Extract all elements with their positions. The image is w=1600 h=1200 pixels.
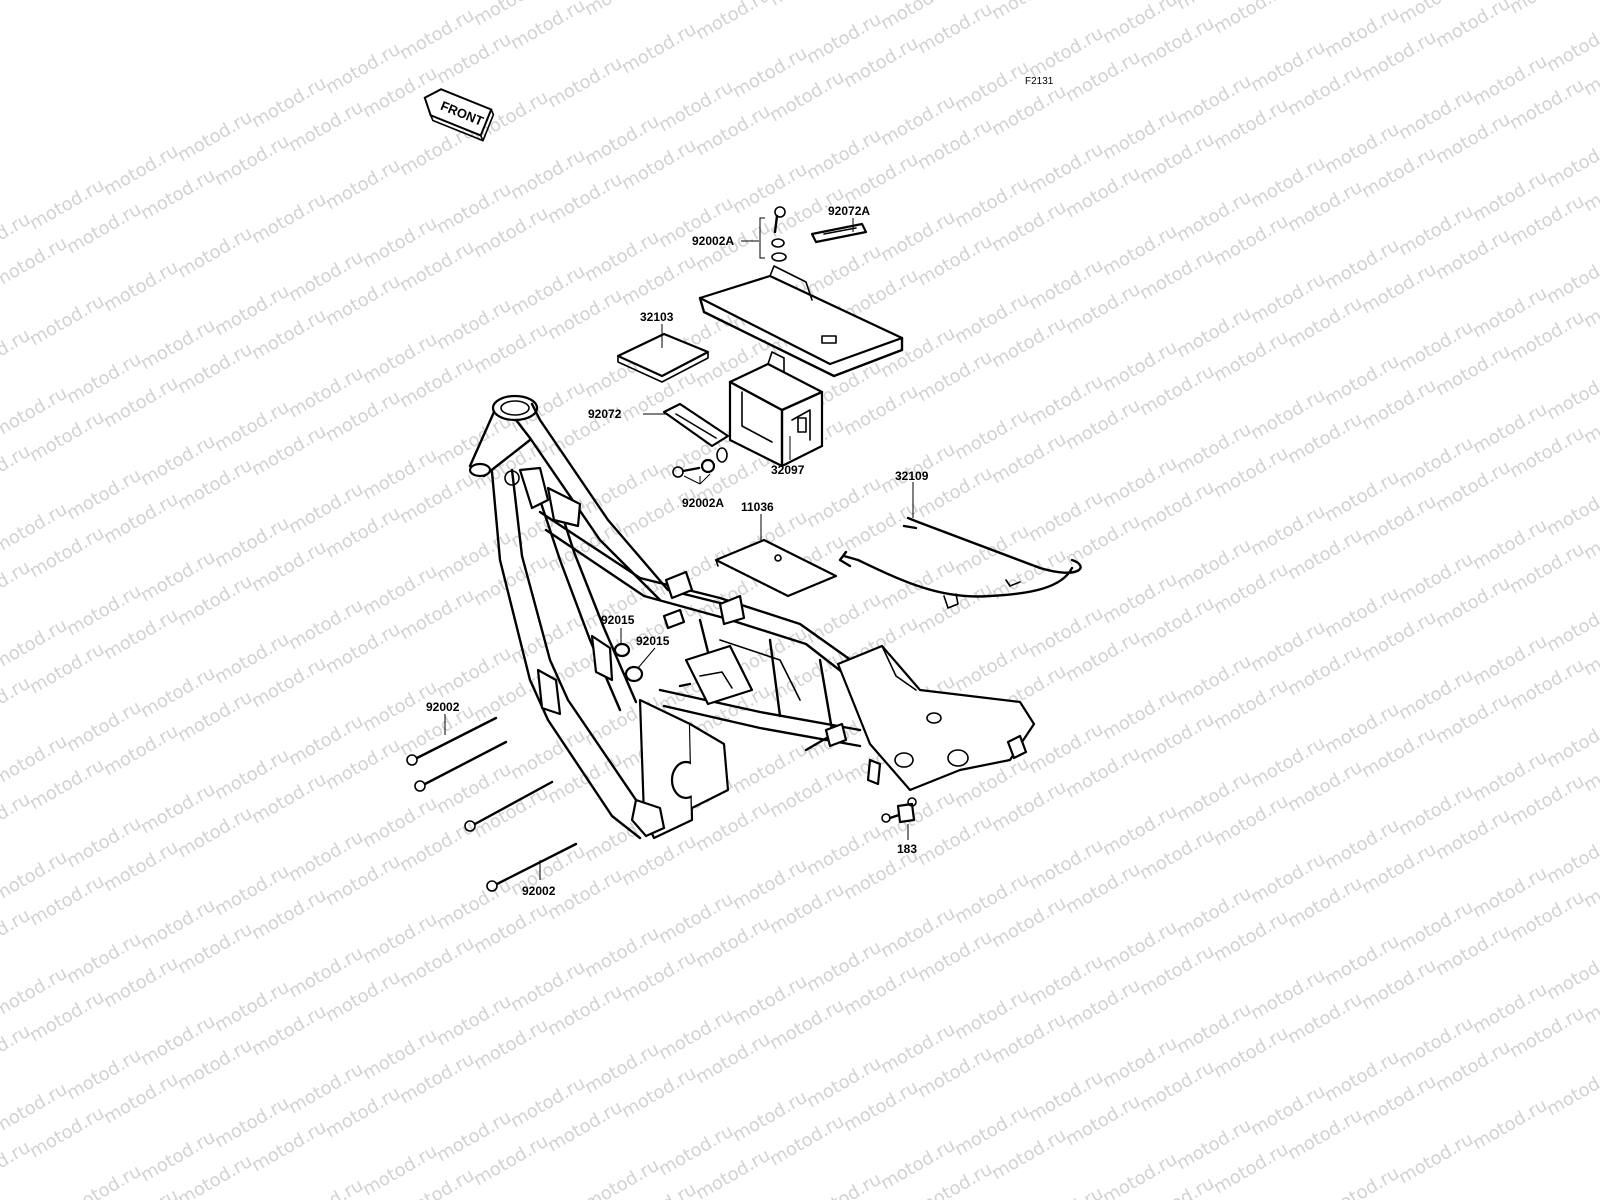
watermark-text: motod.ru [1321, 1163, 1403, 1200]
watermark-text: motod.ru [248, 189, 330, 248]
watermark-text: motod.ru [63, 1161, 145, 1200]
watermark-text: motod.ru [803, 1169, 885, 1200]
watermark-text: motod.ru [1506, 0, 1588, 18]
leader-lines [444, 217, 914, 880]
plate-11036 [714, 538, 838, 598]
bracket-32109 [838, 516, 1082, 609]
bolt-183 [881, 797, 917, 824]
grommet-92015-b [624, 665, 644, 683]
callout-92002A-top: 92002A [692, 234, 734, 248]
bolt-92002A-mid [672, 447, 728, 478]
callout-183: 183 [897, 842, 917, 856]
watermark-text: motod.ru [100, 257, 182, 316]
watermark-text: motod.ru [1543, 133, 1600, 192]
callout-32109: 32109 [895, 469, 929, 483]
battery-case-32097 [728, 351, 824, 468]
grommet-92015-a [613, 642, 631, 658]
callout-92002-top: 92002 [426, 700, 460, 714]
watermark-text: motod.ru [544, 53, 626, 112]
strap-92072 [662, 402, 730, 448]
front-indicator: FRONT [423, 88, 495, 142]
callout-92015-a: 92015 [601, 613, 635, 627]
main-frame [468, 394, 1036, 840]
watermark-text: motod.ru [1469, 1095, 1551, 1154]
figure-code: F2131 [1025, 76, 1054, 87]
watermark-text: motod.ru [26, 291, 108, 350]
watermark-text: motod.ru [1543, 481, 1600, 540]
watermark-text: motod.ru [507, 0, 589, 54]
watermark-text: motod.ru [1395, 1129, 1477, 1188]
watermark-text: motod.ru [1099, 1149, 1181, 1200]
watermark-text: motod.ru [322, 155, 404, 214]
watermark-text: motod.ru [1543, 597, 1600, 656]
callout-92072A: 92072A [828, 204, 870, 218]
bolt-92002-4 [486, 842, 578, 892]
callout-32103: 32103 [640, 310, 674, 324]
watermark-text: motod.ru [174, 223, 256, 282]
pad-32103 [616, 332, 710, 383]
watermark-text: motod.ru [285, 1175, 367, 1200]
callout-labels: 92072A 92002A 32103 92072 32097 92002A 3… [426, 204, 929, 898]
callout-92015-b: 92015 [636, 634, 670, 648]
callout-92072: 92072 [588, 407, 622, 421]
watermark-text: motod.ru [1543, 1061, 1600, 1120]
callout-92002-bottom: 92002 [522, 884, 556, 898]
watermark-text: motod.ru [1543, 249, 1600, 308]
callout-32097: 32097 [771, 463, 805, 477]
watermark-text: motod.ru [1543, 945, 1600, 1004]
bolt-92002A-top [771, 206, 787, 262]
watermark-text: motod.ru [1543, 17, 1600, 76]
watermark-text: motod.ru [1543, 713, 1600, 772]
battery-case-top [698, 265, 904, 378]
callout-11036: 11036 [741, 500, 774, 514]
watermark-text: motod.ru [1543, 365, 1600, 424]
watermark-text: motod.ru [1432, 0, 1514, 52]
watermark-text: motod.ru [0, 233, 71, 292]
watermark-text: motod.ru [1543, 829, 1600, 888]
watermark-text: motod.ru [1284, 0, 1366, 4]
bolt-92002-2 [414, 740, 508, 792]
watermark-text: motod.ru [988, 0, 1070, 24]
watermark-text: motod.ru [1025, 1183, 1107, 1200]
watermark-text: motod.ru [581, 0, 663, 20]
bolt-92002-3 [464, 780, 554, 832]
watermark-text: motod.ru [581, 1155, 663, 1200]
callout-92002A-mid: 92002A [682, 496, 724, 510]
watermark-text: motod.ru [618, 19, 700, 78]
strap-92072A [810, 222, 868, 244]
watermark-text: motod.ru [1210, 0, 1292, 38]
watermark-text: motod.ru [692, 0, 774, 44]
bolt-92002-1 [406, 716, 498, 766]
watermark-text: motod.ru [766, 0, 848, 10]
